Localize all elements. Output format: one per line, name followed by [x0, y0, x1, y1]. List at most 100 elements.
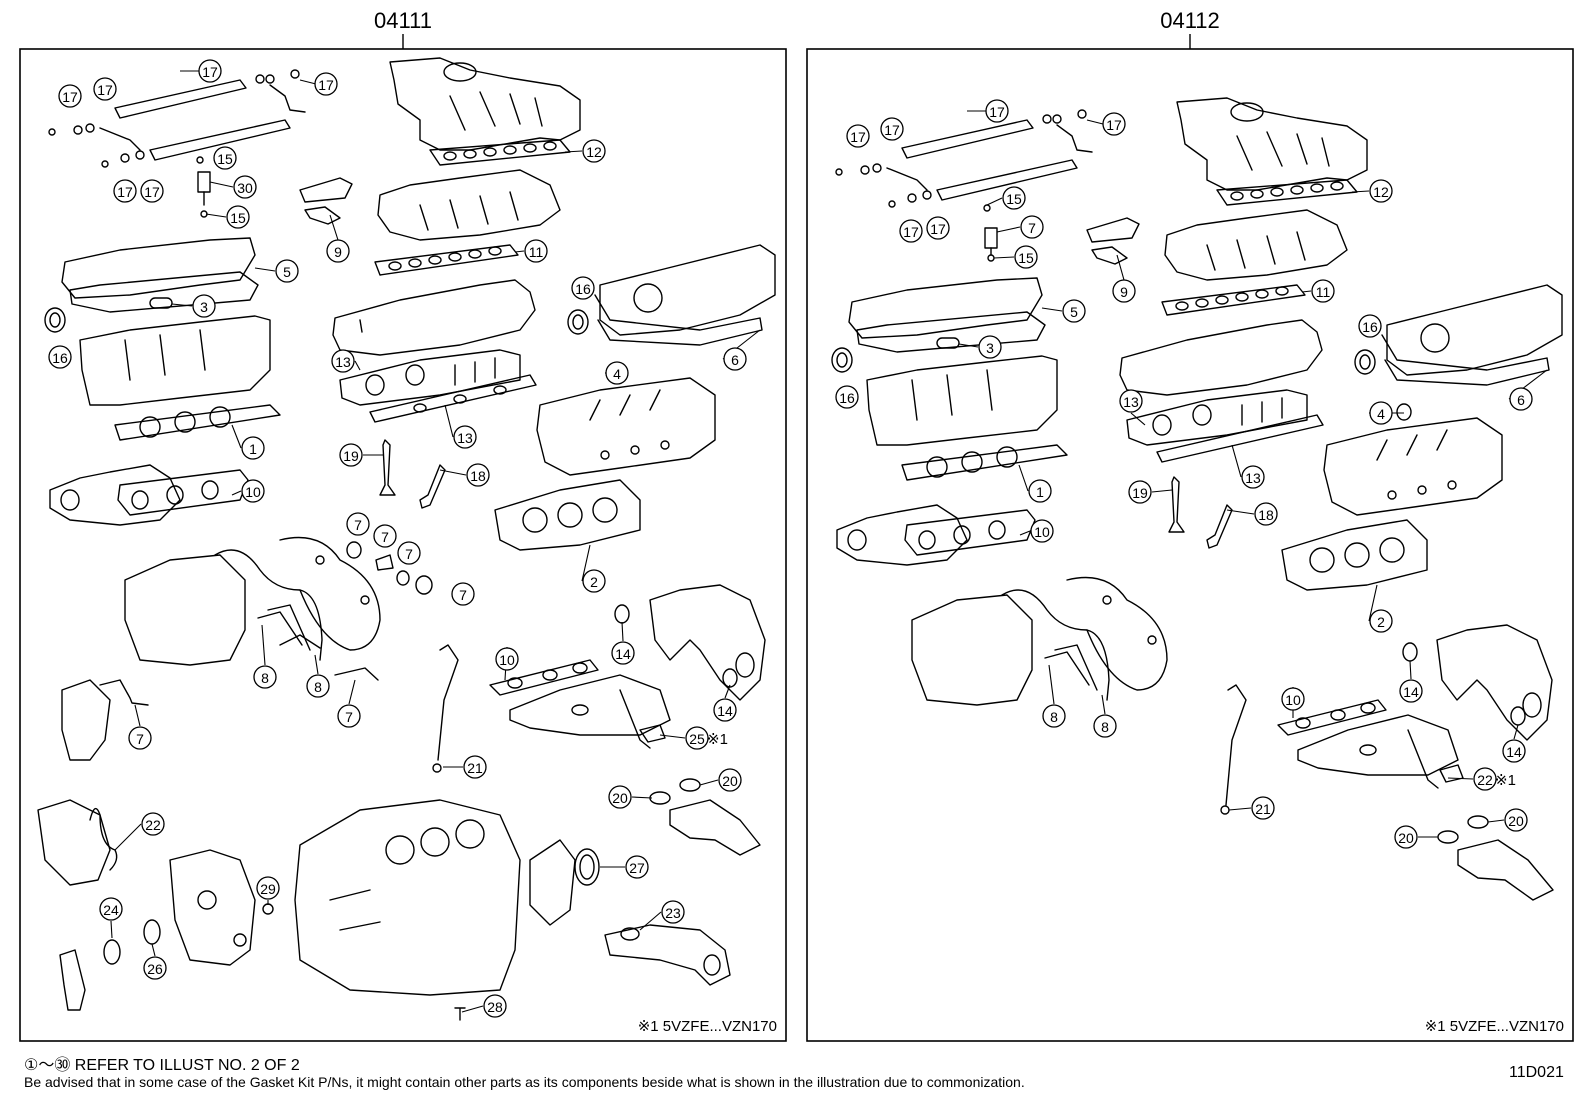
part-callout-19: 19 — [1128, 480, 1152, 504]
callout-number: 15 — [1018, 250, 1034, 266]
callout-circle — [253, 665, 277, 689]
callout-number: 14 — [717, 703, 733, 719]
callout-number: 20 — [1398, 830, 1414, 846]
callout-number: 10 — [1285, 692, 1301, 708]
callout-circle — [608, 785, 632, 809]
part-callout-13: 13 — [1119, 389, 1143, 413]
callout-number: 20 — [612, 790, 628, 806]
callout-number: 17 — [1106, 117, 1122, 133]
callout-circle — [397, 541, 421, 565]
part-callout-17: 17 — [985, 99, 1009, 123]
callout-number: 8 — [314, 679, 322, 695]
callout-number: 17 — [989, 104, 1005, 120]
part-callout-6: 6 — [723, 347, 747, 371]
part-callout-30: 30 — [233, 175, 257, 199]
callout-circle — [306, 674, 330, 698]
callout-circle — [713, 698, 737, 722]
callout-circle — [1251, 796, 1275, 820]
part-callout-26: 26 — [143, 956, 167, 980]
callout-circle — [1030, 519, 1054, 543]
callout-circle — [346, 512, 370, 536]
callout-circle — [1394, 825, 1418, 849]
callout-number: 13 — [1245, 470, 1261, 486]
callout-circle — [339, 443, 363, 467]
part-callout-7: 7 — [397, 541, 421, 565]
callout-circle — [880, 117, 904, 141]
callout-circle — [846, 124, 870, 148]
part-callout-17: 17 — [58, 84, 82, 108]
callout-circle — [48, 345, 72, 369]
callout-circle — [611, 641, 635, 665]
panel-04112-frame — [806, 48, 1574, 1042]
part-callout-17: 17 — [140, 179, 164, 203]
callout-circle — [1369, 401, 1393, 425]
callout-circle — [685, 726, 709, 750]
callout-number: 8 — [1101, 719, 1109, 735]
callout-circle — [213, 146, 237, 170]
callout-number: 9 — [334, 244, 342, 260]
part-callout-17: 17 — [899, 219, 923, 243]
callout-circle — [1119, 389, 1143, 413]
part-callout-12: 12 — [582, 139, 606, 163]
callout-circle — [326, 239, 350, 263]
callout-number: 10 — [499, 652, 515, 668]
part-callout-16: 16 — [1358, 314, 1382, 338]
callout-number: 9 — [1120, 284, 1128, 300]
callout-circle — [1014, 245, 1038, 269]
callout-number: 28 — [487, 999, 503, 1015]
illustration-code: 11D021 — [1509, 1064, 1564, 1081]
callout-number: 13 — [1123, 394, 1139, 410]
callout-number: 12 — [1373, 184, 1389, 200]
callout-number: 17 — [903, 224, 919, 240]
callout-number: 8 — [1050, 709, 1058, 725]
callout-circle — [605, 361, 629, 385]
callout-circle — [718, 768, 742, 792]
callout-number: 20 — [722, 773, 738, 789]
callout-number: 21 — [467, 760, 483, 776]
callout-circle — [275, 259, 299, 283]
callout-number: 23 — [665, 905, 681, 921]
part-callout-20: 20 — [718, 768, 742, 792]
part-callout-21: 21 — [463, 755, 487, 779]
callout-circle — [926, 216, 950, 240]
callout-circle — [978, 335, 1002, 359]
part-callout-7: 7 — [373, 524, 397, 548]
callout-circle — [198, 59, 222, 83]
part-callout-7: 7 — [451, 582, 475, 606]
part-callout-3: 3 — [978, 335, 1002, 359]
callout-number: 12 — [586, 144, 602, 160]
callout-circle — [1028, 479, 1052, 503]
callout-circle — [1062, 299, 1086, 323]
part-callout-24: 24 — [99, 897, 123, 921]
callout-number: 10 — [245, 484, 261, 500]
panel-04112-note-ref-mark: ※1 — [1495, 772, 1516, 789]
part-callout-2: 2 — [1369, 609, 1393, 633]
callout-circle — [463, 755, 487, 779]
callout-circle — [1281, 687, 1305, 711]
callout-number: 17 — [318, 77, 334, 93]
callout-number: 21 — [1255, 801, 1271, 817]
callout-circle — [1509, 387, 1533, 411]
callout-circle — [241, 436, 265, 460]
part-callout-15: 15 — [1014, 245, 1038, 269]
part-callout-17: 17 — [198, 59, 222, 83]
callout-circle — [1358, 314, 1382, 338]
leader-lines — [110, 70, 1548, 1013]
part-callout-15: 15 — [226, 205, 250, 229]
panel-04111-note-ref-mark: ※1 — [707, 731, 728, 748]
part-callout-27: 27 — [625, 855, 649, 879]
callout-circle — [1020, 215, 1044, 239]
callout-number: 13 — [335, 354, 351, 370]
part-callout-16: 16 — [835, 385, 859, 409]
callout-number: 5 — [1070, 304, 1078, 320]
callout-number: 16 — [52, 350, 68, 366]
part-callout-10: 10 — [495, 647, 519, 671]
callout-number: 15 — [217, 151, 233, 167]
part-callout-8: 8 — [253, 665, 277, 689]
callout-circle — [1254, 502, 1278, 526]
part-callout-4: 4 — [1369, 401, 1393, 425]
callout-circle — [331, 349, 355, 373]
callout-circle — [1369, 609, 1393, 633]
